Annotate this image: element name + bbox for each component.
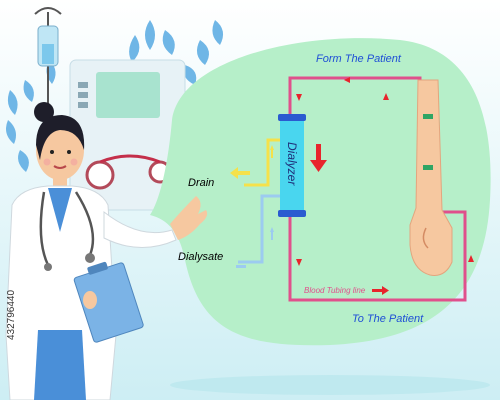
to-patient-label: To The Patient bbox=[352, 313, 424, 325]
arrow-left-icon bbox=[344, 77, 350, 83]
dialysate-label: Dialysate bbox=[178, 251, 223, 263]
arrow-down-icon bbox=[296, 259, 302, 266]
patient-arm bbox=[409, 79, 453, 276]
arrow-up-icon bbox=[383, 93, 389, 100]
needle-icon bbox=[423, 114, 433, 119]
stock-id: 432796440 bbox=[6, 290, 17, 340]
inner-flow-arrows bbox=[270, 145, 274, 240]
big-flow-arrow-icon bbox=[310, 144, 327, 172]
dialysate-arrow-icon bbox=[236, 265, 246, 268]
tubing-label: Blood Tubing line bbox=[304, 286, 366, 295]
arrow-down-icon bbox=[296, 94, 302, 101]
needle-icon bbox=[423, 165, 433, 170]
arrow-up-icon bbox=[468, 255, 474, 262]
machine-screen bbox=[96, 72, 160, 118]
tubing-arrow-icon bbox=[372, 286, 389, 295]
iv-pole bbox=[34, 7, 62, 120]
floor-shadow bbox=[170, 375, 490, 395]
drain-arrow-icon bbox=[230, 167, 250, 179]
drain-line bbox=[244, 138, 280, 187]
from-patient-label: Form The Patient bbox=[316, 53, 402, 65]
dialyzer: Dialyzer bbox=[278, 114, 306, 217]
dialysate-line bbox=[238, 194, 280, 264]
doctor-figure bbox=[5, 102, 208, 400]
dialyzer-label: Dialyzer bbox=[285, 142, 299, 186]
leaves-decoration bbox=[6, 20, 224, 172]
dialysis-machine bbox=[69, 59, 186, 211]
drain-label: Drain bbox=[188, 177, 214, 189]
pump-wheel bbox=[85, 160, 115, 190]
diagram-bubble bbox=[150, 38, 491, 346]
